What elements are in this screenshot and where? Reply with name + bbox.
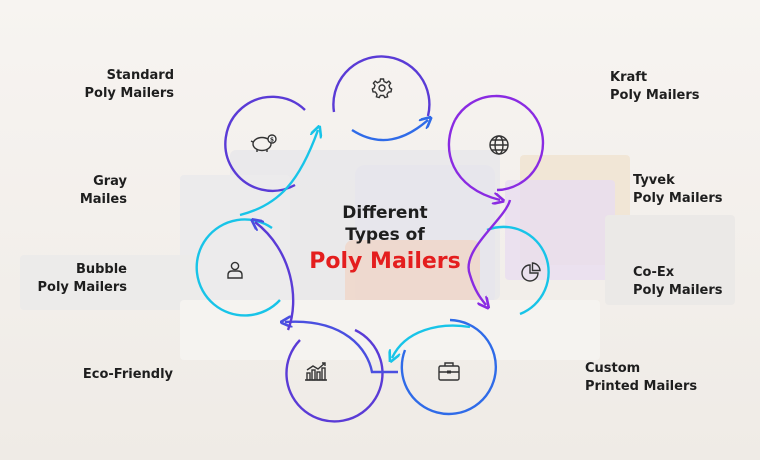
label-line: Eco-Friendly: [82, 367, 173, 382]
label-line: Poly Mailers: [633, 191, 723, 206]
label-line: Poly Mailers: [37, 280, 127, 295]
label-tyvek-poly-mailers: Tyvek Poly Mailers: [633, 172, 723, 208]
title-highlight: Poly Mailers: [309, 249, 461, 274]
label-eco-friendly: Eco-Friendly: [83, 366, 173, 384]
ring-lower-right: [392, 318, 498, 416]
gear-icon: [371, 78, 393, 99]
label-line: Custom: [585, 361, 641, 376]
label-line: Printed Mailers: [585, 379, 698, 394]
label-line: Mailes: [79, 192, 127, 207]
label-bubble-poly-mailers: Bubble Poly Mailers: [37, 261, 127, 297]
ring-left: [195, 219, 295, 331]
label-line: Co-Ex: [633, 265, 675, 280]
title-line-2: Types of: [345, 225, 425, 245]
ring-upper-left: [224, 95, 318, 217]
center-title: Different Types of Poly Mailers: [300, 202, 470, 278]
label-co-ex-poly-mailers: Co-Ex Poly Mailers: [633, 264, 723, 300]
ring-upper-right: [447, 94, 545, 200]
pie-chart-icon: [521, 262, 541, 282]
label-line: Poly Mailers: [84, 86, 174, 101]
user-icon: [227, 261, 243, 279]
label-line: Kraft: [610, 70, 648, 85]
label-gray-mailes: Gray Mailes: [80, 173, 127, 209]
bar-chart-icon: [305, 362, 327, 381]
label-line: Poly Mailers: [610, 88, 700, 103]
label-line: Gray: [93, 174, 127, 189]
label-standard-poly-mailers: Standard Poly Mailers: [84, 67, 174, 103]
label-custom-printed-mailers: Custom Printed Mailers: [585, 360, 697, 396]
piggy-bank-icon: $: [250, 134, 277, 152]
label-line: Poly Mailers: [633, 283, 723, 298]
label-line: Tyvek: [633, 173, 675, 188]
globe-icon: [489, 135, 509, 155]
title-line-1: Different: [342, 203, 428, 223]
label-line: Standard: [106, 68, 174, 83]
ring-top: [332, 55, 429, 142]
briefcase-icon: [438, 362, 460, 381]
ring-lower-left: [285, 322, 398, 423]
ring-right: [467, 199, 550, 316]
label-kraft-poly-mailers: Kraft Poly Mailers: [610, 69, 700, 105]
svg-text:$: $: [270, 137, 274, 144]
label-line: Bubble: [75, 262, 127, 277]
